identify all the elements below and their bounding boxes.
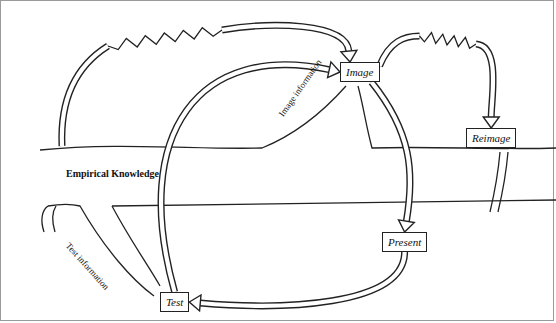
cycle-arrow — [189, 252, 404, 311]
arrow-body-outline — [62, 46, 108, 146]
cycle-arrow-inner — [372, 82, 411, 221]
cycle-arrow-inner — [161, 65, 329, 292]
process-box: Reimage — [466, 128, 516, 148]
arrow-head — [189, 295, 201, 311]
arrow-body-outline — [380, 36, 420, 66]
river-tail — [498, 152, 508, 212]
cycle-arrow-outline — [372, 82, 411, 221]
reimage-arrow-outline — [476, 44, 493, 117]
spring-line — [420, 33, 477, 49]
source-arrow-inner — [222, 25, 349, 51]
flow-label: Test information — [63, 240, 112, 292]
region-label: Empirical Knowledge — [66, 168, 159, 180]
river-bank — [53, 206, 56, 232]
cycle-arrow-outline — [161, 65, 329, 292]
river-tail — [490, 152, 500, 212]
arrow-body-inner — [62, 46, 108, 146]
river-bank — [358, 86, 556, 149]
process-box: Present — [382, 232, 427, 252]
cycle-arrow — [161, 62, 340, 292]
box-text: Test — [166, 295, 183, 309]
arrow-head — [399, 220, 415, 232]
arrow-head — [328, 62, 340, 78]
box-text: Image — [346, 65, 374, 79]
arrow-body-inner — [380, 36, 420, 66]
cycle-arrow-inner — [200, 252, 404, 306]
cycle-arrow — [372, 82, 415, 232]
source-arrow-outline — [222, 25, 349, 51]
arrow-head — [483, 117, 499, 128]
river-bank — [112, 200, 556, 206]
process-box: Test — [160, 292, 189, 312]
box-text: Present — [388, 235, 421, 249]
cycle-arrow-outline — [200, 252, 404, 306]
cycle-arrow — [380, 33, 500, 128]
process-box: Image — [340, 62, 380, 82]
reimage-arrow-inner — [476, 44, 493, 117]
river-bank — [42, 206, 48, 232]
arrow-head — [341, 50, 357, 62]
river-bank — [112, 206, 160, 286]
spring-line — [108, 28, 222, 50]
box-text: Reimage — [472, 131, 510, 145]
